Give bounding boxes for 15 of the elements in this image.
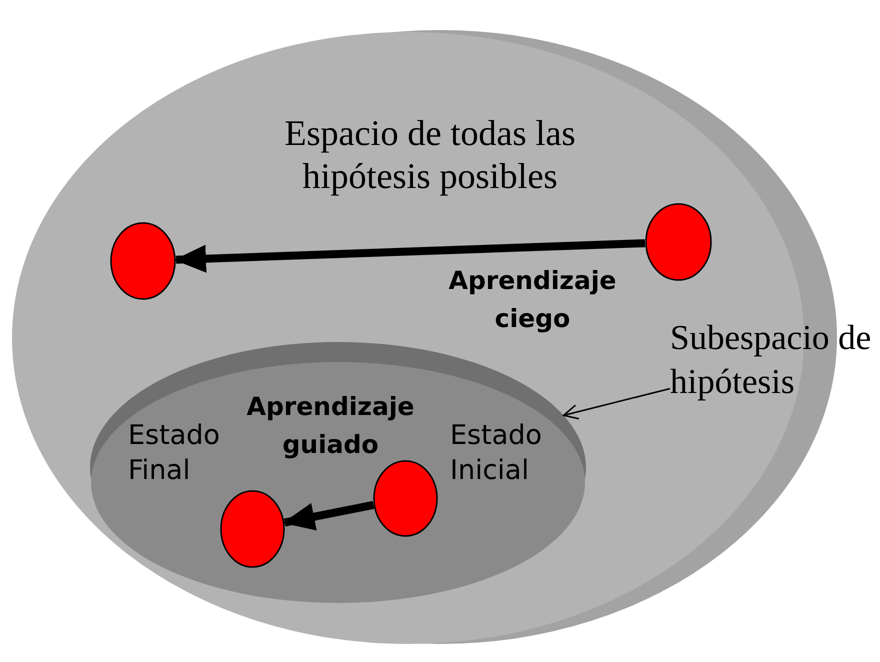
state-circle — [110, 222, 176, 300]
state-circle — [373, 460, 438, 537]
subspace-ellipse — [88, 340, 588, 605]
state-label: Estado Inicial — [450, 419, 543, 488]
subspace-label: Subespacio de hipótesis — [670, 316, 880, 408]
state-circle — [220, 490, 285, 568]
state-circle — [645, 203, 712, 281]
edge-label: Aprendizaje ciego — [448, 265, 618, 334]
leader-line — [562, 388, 670, 420]
hypothesis-space-ellipse — [10, 28, 838, 646]
state-label: Estado Final — [128, 419, 221, 488]
space-title: Espacio de todas las hipótesis posibles — [284, 112, 576, 198]
arrow — [282, 500, 374, 530]
edge-label: Aprendizaje guiado — [246, 391, 416, 460]
arrow — [174, 239, 646, 273]
